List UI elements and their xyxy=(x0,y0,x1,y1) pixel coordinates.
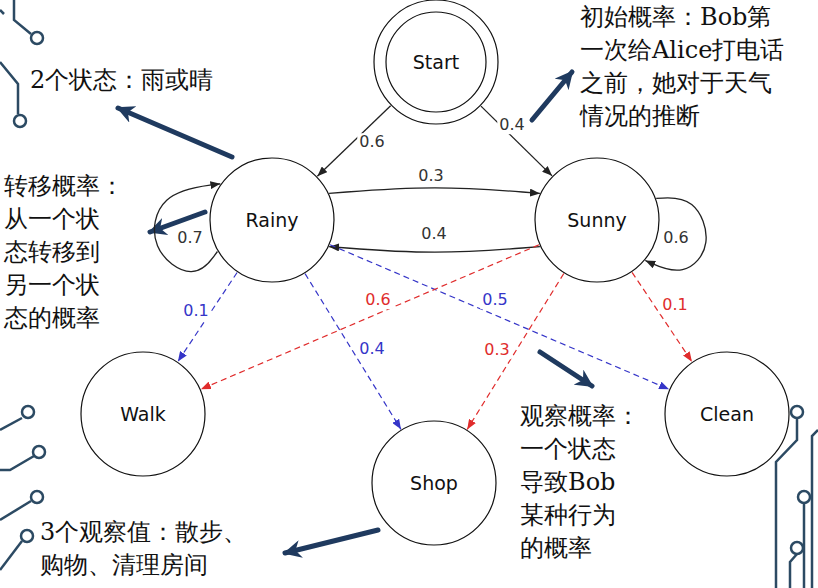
emission-arrow xyxy=(305,274,401,430)
observation-state: Walk xyxy=(80,351,206,477)
annotation-note: 3个观察值：散步、 购物、清理房间 xyxy=(40,516,263,582)
state-circle xyxy=(372,421,496,545)
annotation-note: 初始概率：Bob第 一次给Alice打电话 之前，她对于天气 情况的推断 xyxy=(580,1,801,133)
state-circle xyxy=(535,158,659,282)
state-label: Start xyxy=(413,51,459,73)
state-label: Walk xyxy=(120,403,166,425)
probability-label: 0.4 xyxy=(497,116,526,134)
annotation-note: 转移概率： 从一个状 态转移到 另一个状 态的概率 xyxy=(4,170,131,336)
probability-label: 0.3 xyxy=(482,341,511,359)
probability-label: 0.4 xyxy=(357,340,386,358)
probability-label: 0.3 xyxy=(416,167,445,185)
node-text-group: Rainy xyxy=(246,209,299,231)
inner-circle xyxy=(386,12,486,112)
transition-arrow xyxy=(329,188,540,194)
annotation-note: 观察概率： 一个状态 导致Bob 某种行为 的概率 xyxy=(520,400,647,566)
state-circle xyxy=(210,158,334,282)
emission-arrow xyxy=(632,272,692,361)
state-label: Rainy xyxy=(246,209,299,231)
node-text-group: Shop xyxy=(410,472,458,494)
probability-label: 0.6 xyxy=(357,133,386,151)
node-text-group: Walk xyxy=(120,403,166,425)
emission-arrow xyxy=(178,272,237,361)
observation-state: Shop xyxy=(371,420,497,546)
state-label: Sunny xyxy=(567,209,626,231)
observation-state: Clean xyxy=(664,351,790,477)
probability-label: 0.1 xyxy=(660,296,689,314)
state-circle xyxy=(81,352,205,476)
probability-label: 0.1 xyxy=(181,302,210,320)
transition-arrow xyxy=(317,106,390,177)
node-text-group: Clean xyxy=(700,403,754,425)
annotation-note: 2个状态：雨或晴 xyxy=(30,64,213,97)
probability-label: 0.6 xyxy=(661,229,690,247)
transition-arrow xyxy=(481,106,552,176)
state-label: Clean xyxy=(700,403,754,425)
probability-label: 0.4 xyxy=(419,225,448,243)
node-text-group: Start xyxy=(413,51,459,73)
hidden-state: Sunny xyxy=(534,157,660,283)
start-state: Start xyxy=(373,0,499,125)
state-circle xyxy=(665,352,789,476)
transition-arrow xyxy=(329,247,540,253)
state-label: Shop xyxy=(410,472,458,494)
probability-label: 0.5 xyxy=(480,291,509,309)
probability-label: 0.6 xyxy=(363,291,392,309)
state-circle xyxy=(374,0,498,124)
probability-label: 0.7 xyxy=(175,229,204,247)
node-text-group: Sunny xyxy=(567,209,626,231)
hidden-state: Rainy xyxy=(209,157,335,283)
